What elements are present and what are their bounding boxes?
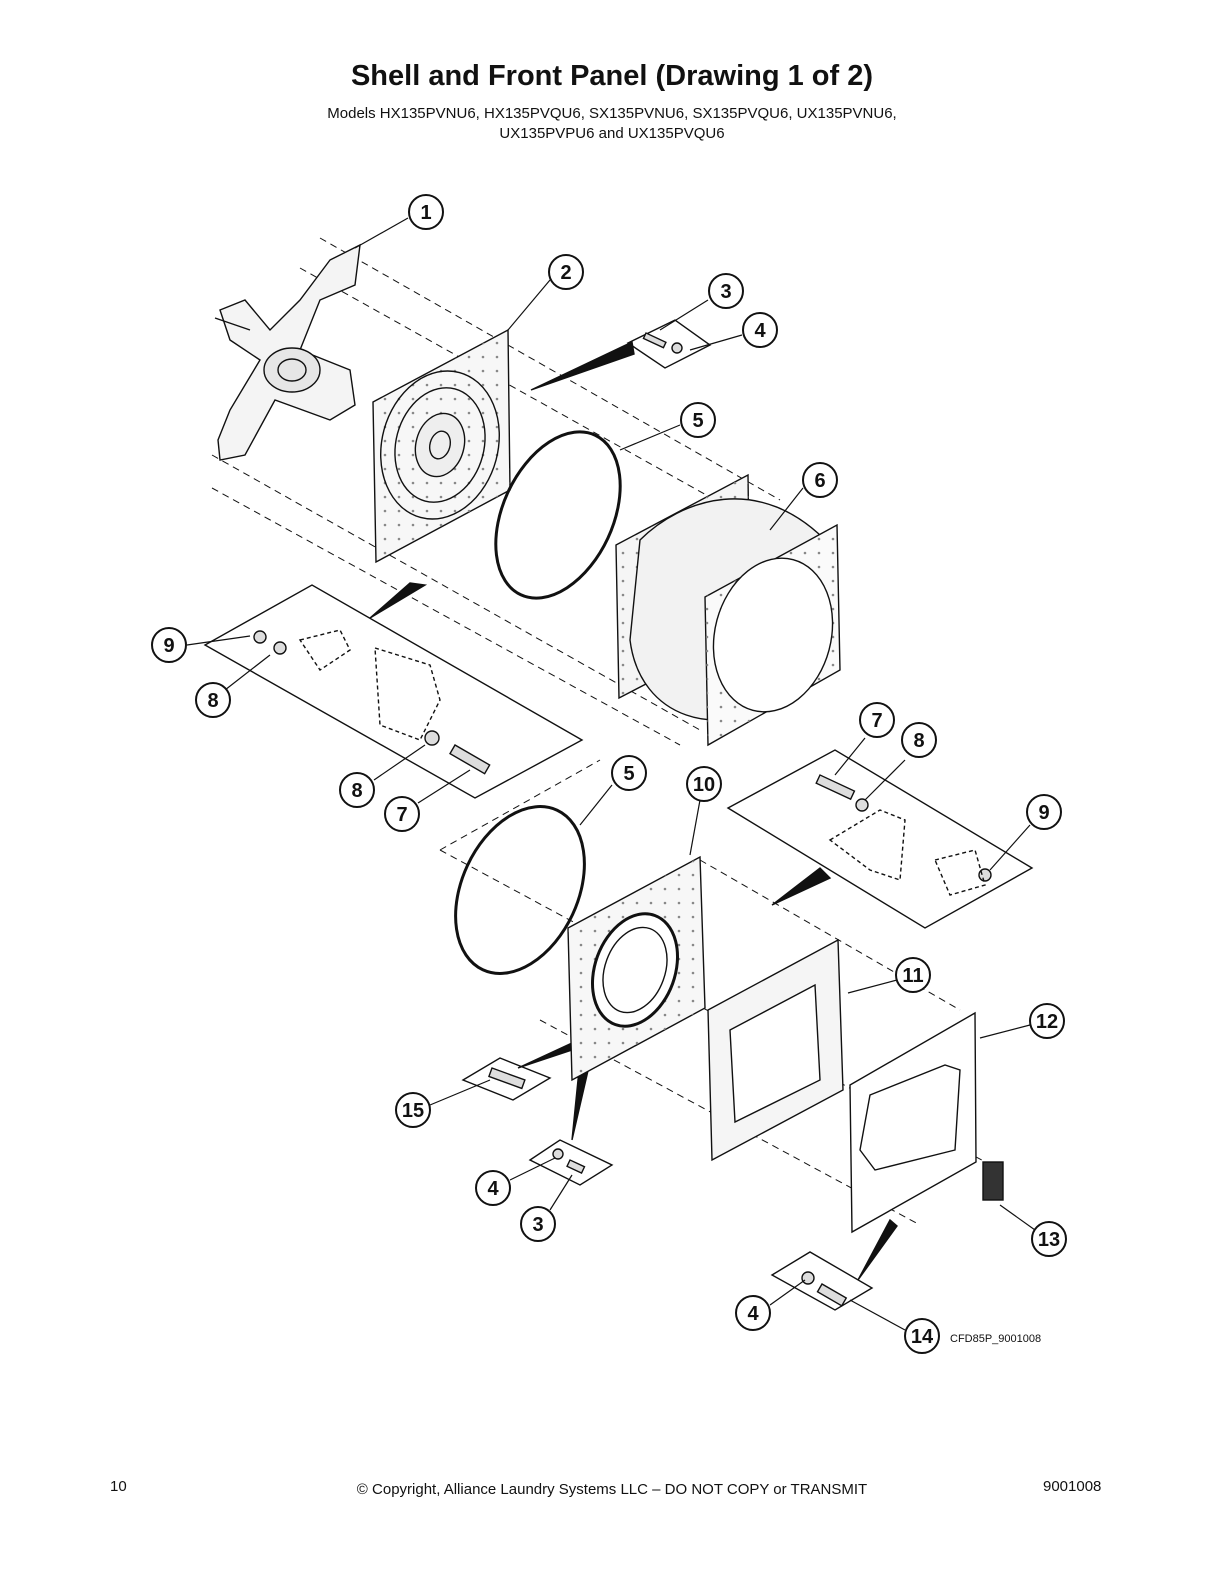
leader-lines bbox=[186, 217, 1036, 1331]
callout-5: 5 bbox=[692, 410, 703, 432]
gasket-front bbox=[454, 805, 586, 975]
callout-13: 13 bbox=[1038, 1229, 1060, 1251]
mount-bracket-left bbox=[298, 629, 441, 741]
callout-4: 4 bbox=[754, 320, 766, 342]
rear-panel bbox=[372, 328, 511, 564]
page-number: 10 bbox=[110, 1478, 127, 1495]
callout-3: 3 bbox=[720, 281, 731, 303]
hardware-inset-left bbox=[203, 584, 584, 799]
document-number: 9001008 bbox=[1043, 1478, 1102, 1495]
callout-14: 14 bbox=[911, 1326, 934, 1348]
callout-7: 7 bbox=[871, 710, 882, 732]
mounting-frame bbox=[707, 938, 844, 1162]
hardware-inset-4-14 bbox=[770, 1251, 874, 1311]
callout-8: 8 bbox=[913, 730, 924, 752]
cover-plate bbox=[849, 1011, 977, 1234]
rating-label bbox=[982, 1161, 1004, 1201]
hardware-inset-right bbox=[726, 749, 1034, 929]
callout-11: 11 bbox=[902, 965, 923, 987]
callout-7: 7 bbox=[396, 804, 407, 826]
subtitle-line-2: UX135PVPU6 and UX135PVQU6 bbox=[499, 125, 725, 142]
page-title: Shell and Front Panel (Drawing 1 of 2) bbox=[350, 60, 874, 92]
callout-4: 4 bbox=[487, 1178, 499, 1200]
pointer-wedge bbox=[530, 340, 635, 391]
callout-6: 6 bbox=[814, 470, 825, 492]
copyright-notice: © Copyright, Alliance Laundry Systems LL… bbox=[356, 1481, 868, 1498]
cylinder-shell bbox=[615, 473, 841, 747]
callout-12: 12 bbox=[1036, 1011, 1058, 1033]
spider-bracket bbox=[214, 243, 361, 461]
subtitle-line-1: Models HX135PVNU6, HX135PVQU6, SX135PVNU… bbox=[327, 105, 897, 122]
callout-2: 2 bbox=[560, 262, 571, 284]
bolts-washers bbox=[253, 332, 992, 1307]
drawing-code: CFD85P_9001008 bbox=[950, 1333, 1041, 1345]
callout-15: 15 bbox=[402, 1100, 424, 1122]
callout-1: 1 bbox=[420, 202, 431, 224]
callout-4: 4 bbox=[747, 1303, 759, 1325]
front-panel bbox=[567, 855, 706, 1082]
mount-bracket-right bbox=[828, 809, 986, 896]
callout-9: 9 bbox=[163, 635, 174, 657]
callout-8: 8 bbox=[351, 780, 362, 802]
callout-9: 9 bbox=[1038, 802, 1049, 824]
pointer-wedge bbox=[857, 1218, 898, 1281]
callout-10: 10 bbox=[693, 774, 715, 796]
callout-5: 5 bbox=[623, 763, 634, 785]
pointer-wedge bbox=[369, 582, 428, 619]
gasket-rear bbox=[494, 430, 622, 600]
page-subtitle: Models HX135PVNU6, HX135PVQU6, SX135PVNU… bbox=[0, 104, 1224, 144]
callout-8: 8 bbox=[207, 690, 218, 712]
hardware-inset-upper bbox=[626, 319, 712, 369]
callout-3: 3 bbox=[532, 1214, 543, 1236]
pointer-wedge bbox=[771, 867, 832, 906]
callout-circles bbox=[151, 194, 1067, 1354]
